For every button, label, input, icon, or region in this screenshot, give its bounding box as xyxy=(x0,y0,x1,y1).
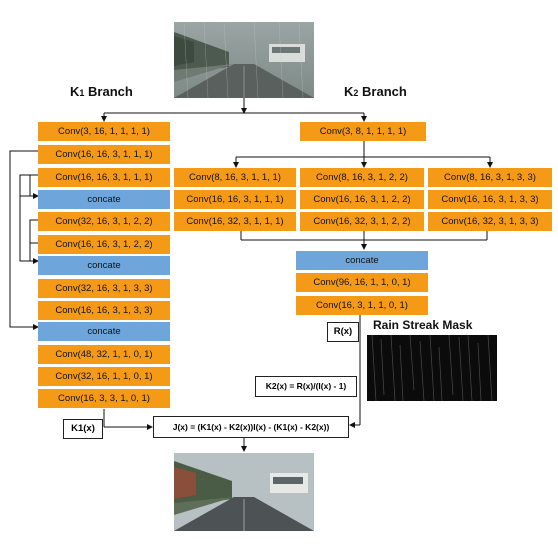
rain-streak-mask-title: Rain Streak Mask xyxy=(373,318,473,332)
k2-concat: concate xyxy=(296,251,428,270)
k1-layer: Conv(3, 16, 1, 1, 1, 1) xyxy=(38,122,170,141)
k1-layer: Conv(16, 16, 3, 1, 1, 1) xyxy=(38,168,170,187)
k1-layer: Conv(32, 16, 1, 1, 0, 1) xyxy=(38,367,170,386)
k2-col-c-layer: Conv(16, 32, 3, 1, 3, 3) xyxy=(428,212,552,231)
k1-layer: Conv(32, 16, 3, 1, 3, 3) xyxy=(38,279,170,298)
k2-col-b-layer: Conv(8, 16, 3, 1, 2, 2) xyxy=(300,168,424,187)
k1-title-rest: Branch xyxy=(84,84,133,99)
k2-title-subscript: 2 xyxy=(353,88,359,98)
input-rainy-image xyxy=(174,22,314,98)
k1-concat: concate xyxy=(38,322,170,341)
k1-branch-title: K1 Branch xyxy=(70,84,133,99)
k2-col-a-layer: Conv(8, 16, 3, 1, 1, 1) xyxy=(174,168,296,187)
r-output-label: R(x) xyxy=(327,322,359,342)
k2-tail-layer: Conv(16, 3, 1, 1, 0, 1) xyxy=(296,296,428,315)
output-formula: J(x) = (K1(x) - K2(x))I(x) - (K1(x) - K2… xyxy=(153,416,349,438)
k1-layer: Conv(16, 16, 3, 1, 3, 3) xyxy=(38,301,170,320)
k2-title-rest: Branch xyxy=(358,84,407,99)
rain-streak-mask-image xyxy=(367,335,497,401)
k1-concat: concate xyxy=(38,190,170,209)
k1-layer: Conv(16, 3, 3, 1, 0, 1) xyxy=(38,389,170,408)
k1-concat: concate xyxy=(38,256,170,275)
k2-col-c-layer: Conv(8, 16, 3, 1, 3, 3) xyxy=(428,168,552,187)
k2-first-layer: Conv(3, 8, 1, 1, 1, 1) xyxy=(300,122,426,141)
k2-formula: K2(x) = R(x)/(I(x) - 1) xyxy=(255,376,357,397)
k1-layer: Conv(16, 16, 3, 1, 1, 1) xyxy=(38,145,170,164)
k1-layer: Conv(48, 32, 1, 1, 0, 1) xyxy=(38,345,170,364)
k2-col-a-layer: Conv(16, 16, 3, 1, 1, 1) xyxy=(174,190,296,209)
k1-title-letter: K xyxy=(70,84,80,99)
k1-layer: Conv(32, 16, 3, 1, 2, 2) xyxy=(38,212,170,231)
output-derained-image xyxy=(174,453,314,531)
k2-branch-title: K2 Branch xyxy=(344,84,407,99)
k2-col-c-layer: Conv(16, 16, 3, 1, 3, 3) xyxy=(428,190,552,209)
k1-layer: Conv(16, 16, 3, 1, 2, 2) xyxy=(38,235,170,254)
k2-title-letter: K xyxy=(344,84,354,99)
k2-tail-layer: Conv(96, 16, 1, 1, 0, 1) xyxy=(296,273,428,292)
k2-col-b-layer: Conv(16, 16, 3, 1, 2, 2) xyxy=(300,190,424,209)
k2-col-a-layer: Conv(16, 32, 3, 1, 1, 1) xyxy=(174,212,296,231)
k2-col-b-layer: Conv(16, 32, 3, 1, 2, 2) xyxy=(300,212,424,231)
k1-title-subscript: 1 xyxy=(79,88,85,98)
k1-output-label: K1(x) xyxy=(63,419,103,439)
